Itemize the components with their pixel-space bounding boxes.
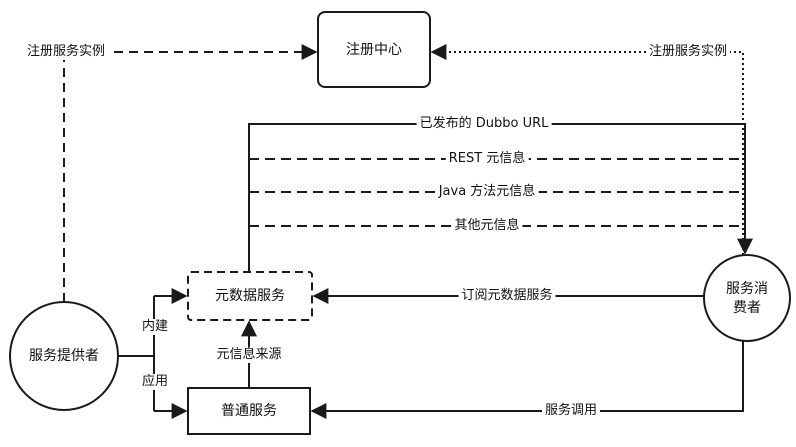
registry-box xyxy=(317,11,431,88)
subscribe-meta-label: 订阅元数据服务 xyxy=(458,288,556,304)
provider-register-label: 注册服务实例 xyxy=(23,44,109,60)
registry-label: 注册中心 xyxy=(346,42,402,58)
edge-service-call xyxy=(310,341,744,419)
consumer-label-line2: 费者 xyxy=(733,300,761,316)
java-meta-label: Java 方法元信息 xyxy=(435,184,539,200)
apply-label: 应用 xyxy=(138,374,172,390)
provider-label: 服务提供者 xyxy=(29,348,99,364)
meta-source-label: 元信息来源 xyxy=(213,347,285,363)
published-url-label: 已发布的 Dubbo URL xyxy=(416,116,552,132)
edge-provider-register xyxy=(63,44,318,302)
other-meta-label: 其他元信息 xyxy=(451,218,523,234)
rest-meta-label: REST 元信息 xyxy=(445,151,529,167)
builtin-label: 内建 xyxy=(138,319,172,335)
metadata-service-label: 元数据服务 xyxy=(215,288,285,304)
consumer-circle xyxy=(703,254,791,342)
edge-consumer-register xyxy=(430,44,744,255)
consumer-register-label: 注册服务实例 xyxy=(645,44,731,60)
consumer-label-line1: 服务消 xyxy=(726,281,768,297)
service-call-label: 服务调用 xyxy=(541,403,601,419)
normal-service-label: 普通服务 xyxy=(221,403,277,419)
